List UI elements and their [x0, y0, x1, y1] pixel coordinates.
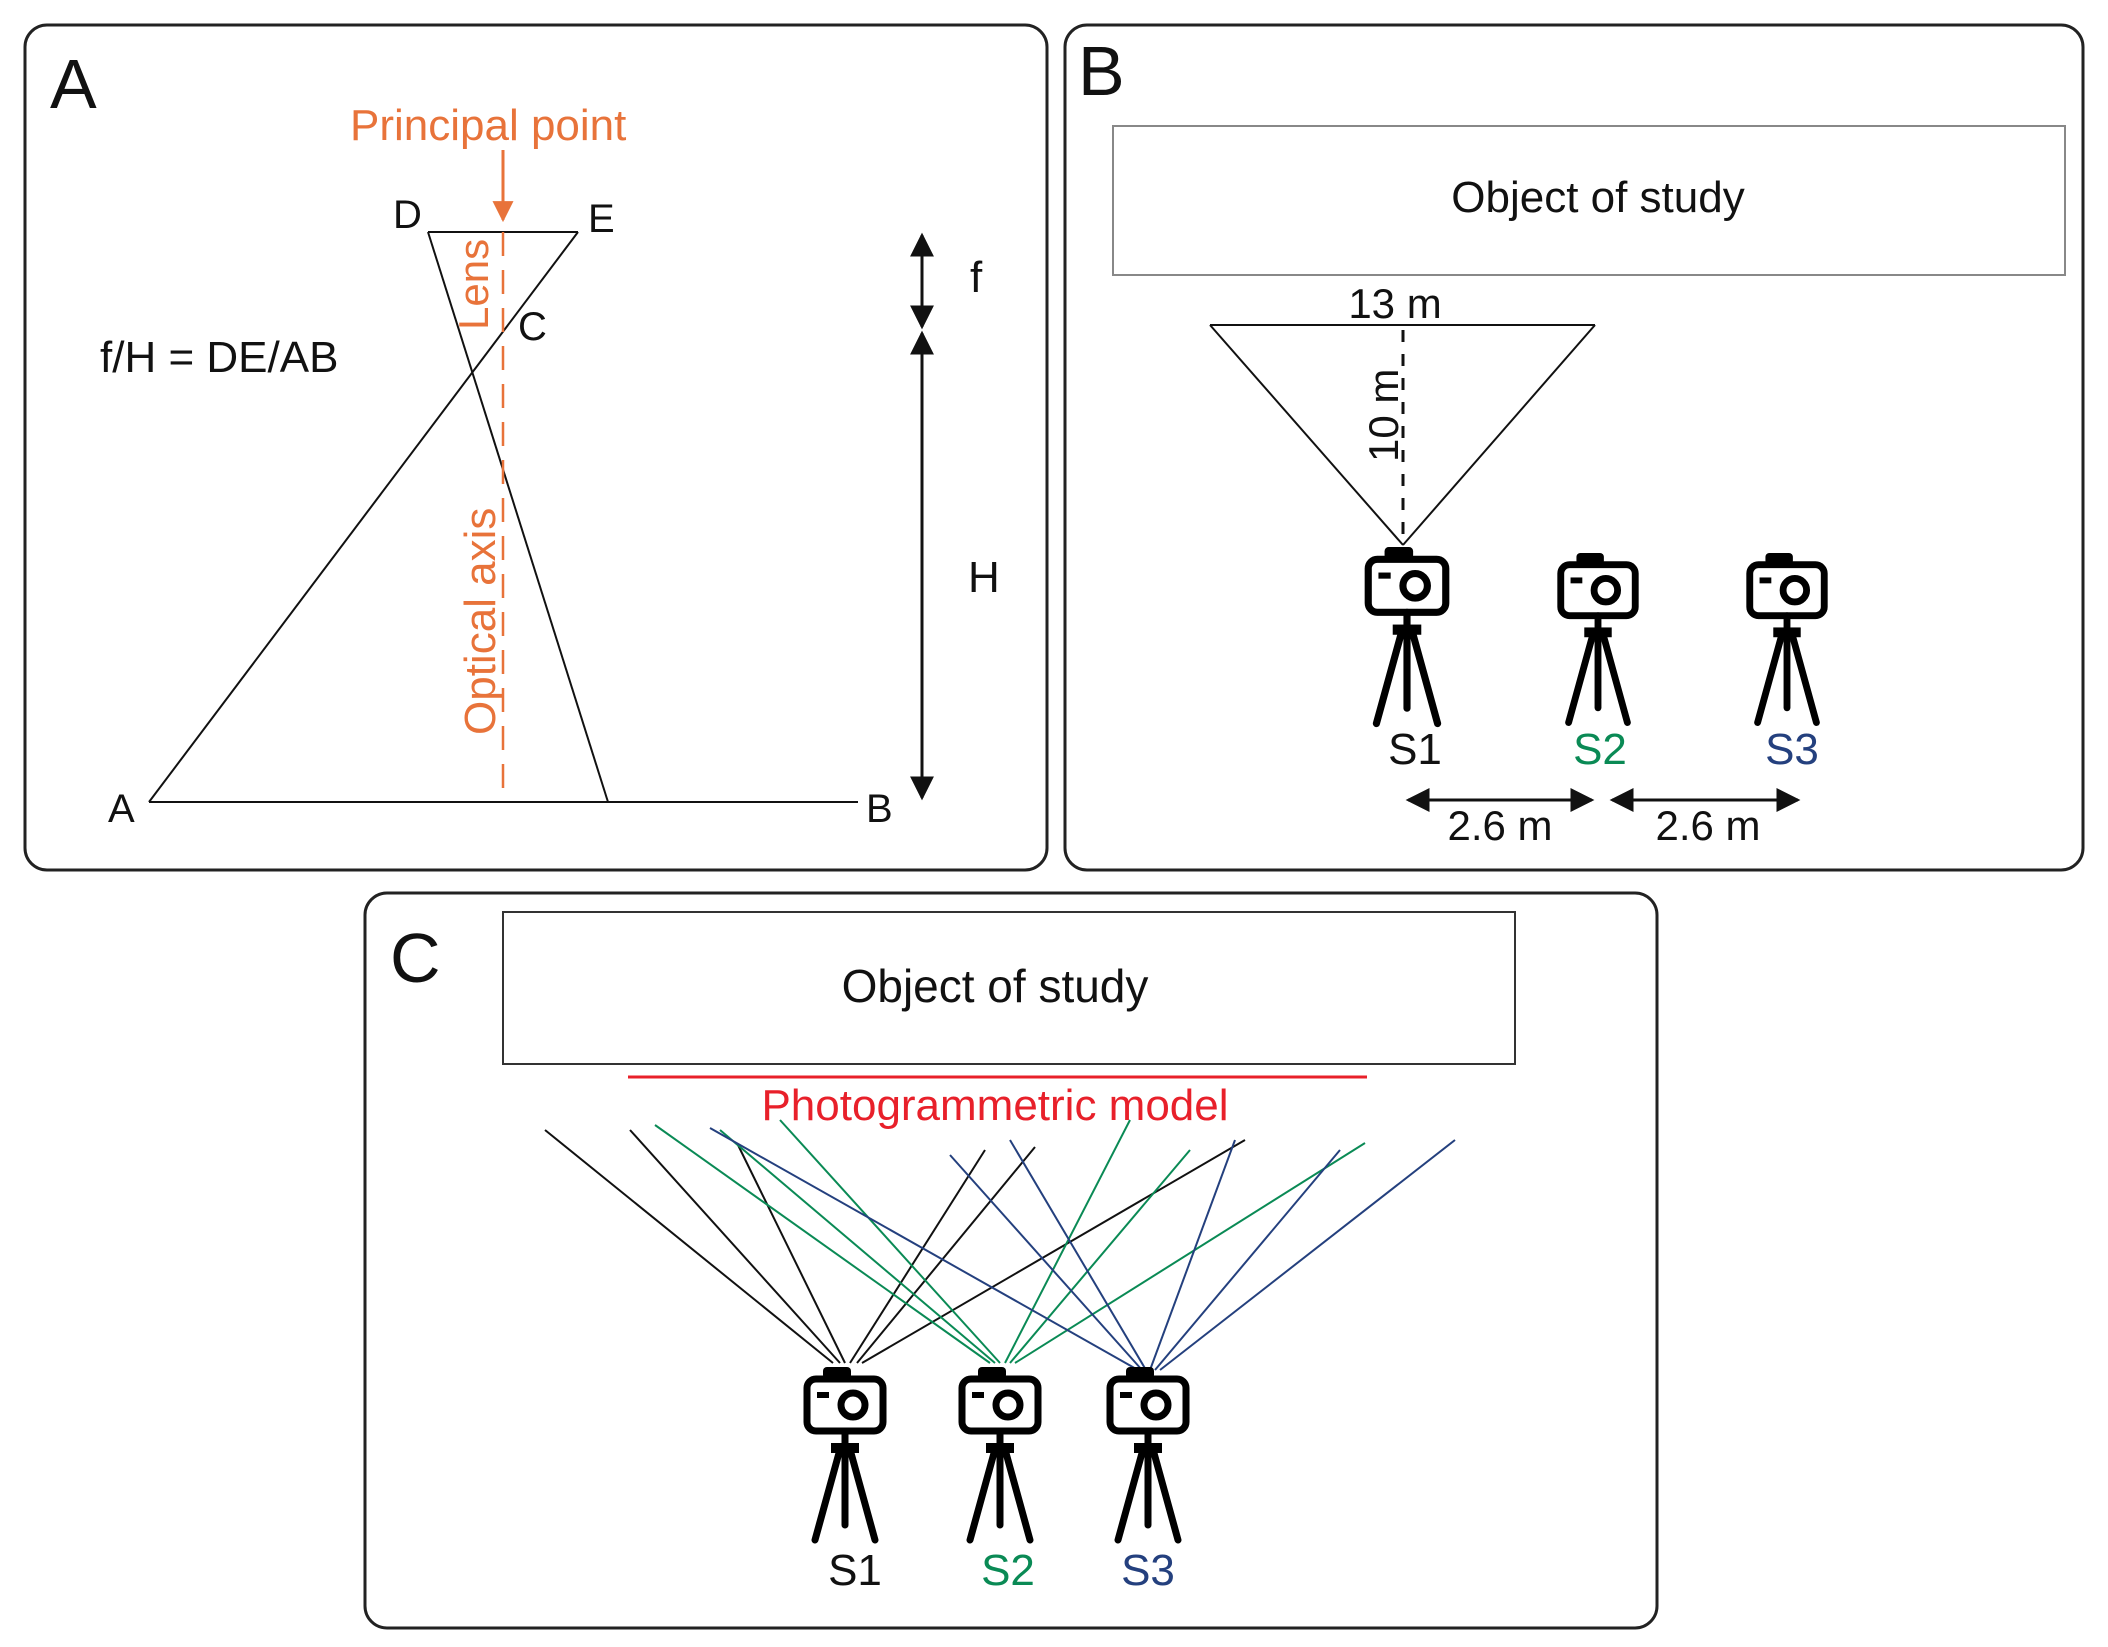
spacing-label-2: 2.6 m	[1655, 802, 1760, 849]
point-d: D	[393, 193, 422, 237]
station-s3-label: S3	[1765, 725, 1819, 774]
f-label: f	[970, 253, 983, 302]
principal-point-label: Principal point	[350, 101, 626, 150]
s3-rays	[709, 1127, 1456, 1371]
spacing-label-1: 2.6 m	[1447, 802, 1552, 849]
s1-rays	[544, 1129, 1246, 1364]
fov-left-line	[1209, 324, 1404, 546]
s1-ray-5	[856, 1146, 1036, 1364]
line-d-to-b	[427, 231, 609, 803]
lens-label: Lens	[450, 239, 497, 330]
object-of-study-box	[1112, 125, 2066, 276]
object-of-study-label: Object of study	[1451, 173, 1744, 222]
s1-ray-1	[544, 1129, 834, 1364]
panel-c-letter: C	[390, 919, 441, 997]
s3-ray-6	[1159, 1139, 1456, 1371]
s2-ray-3	[779, 1119, 1001, 1364]
s2-ray-1	[654, 1124, 991, 1364]
s3-ray-1	[709, 1127, 1139, 1371]
object-of-study-label-c: Object of study	[842, 960, 1149, 1012]
h-label: H	[968, 553, 1000, 602]
panel-a-frame	[23, 23, 1049, 872]
panel-b: B Object of study 13 m 10 m S1 S2 S3 2.6…	[1063, 23, 2085, 872]
line-e-to-a	[148, 231, 579, 803]
point-a: A	[108, 787, 135, 831]
depth-label: 10 m	[1360, 369, 1407, 462]
s2-ray-4	[1004, 1119, 1131, 1364]
optical-axis-label: Optical axis	[456, 508, 505, 735]
s3-ray-2	[949, 1154, 1143, 1371]
formula-label: f/H = DE/AB	[100, 333, 338, 382]
object-of-study-box-c	[502, 911, 1516, 1065]
point-b: B	[866, 787, 893, 831]
s2-ray-6	[1014, 1142, 1366, 1364]
s1-ray-2	[629, 1129, 841, 1364]
s2-rays	[654, 1119, 1366, 1364]
s2-ray-2	[719, 1129, 996, 1364]
point-e: E	[588, 197, 615, 241]
s3-ray-5	[1154, 1149, 1341, 1371]
station-s1-label: S1	[1388, 725, 1442, 774]
station-s2-label-c: S2	[981, 1546, 1035, 1595]
fov-right-line	[1402, 324, 1596, 546]
photogrammetric-model-label: Photogrammetric model	[761, 1081, 1228, 1130]
s3-ray-4	[1149, 1139, 1236, 1371]
s3-ray-3	[1009, 1139, 1147, 1371]
s2-ray-5	[1009, 1149, 1191, 1364]
point-c: C	[518, 305, 547, 349]
station-s1-label-c: S1	[828, 1546, 882, 1595]
panel-a: A Principal point D E C A B Lens f/H = D…	[23, 23, 1049, 872]
width-label: 13 m	[1348, 280, 1441, 327]
station-s2-label: S2	[1573, 725, 1627, 774]
s1-ray-4	[849, 1149, 986, 1364]
panel-b-letter: B	[1078, 32, 1125, 110]
panel-a-letter: A	[50, 45, 97, 123]
s1-ray-6	[861, 1139, 1246, 1364]
station-s3-label-c: S3	[1121, 1546, 1175, 1595]
s1-ray-3	[737, 1144, 846, 1364]
panel-c: C Object of study Photogrammetric model	[363, 891, 1659, 1630]
